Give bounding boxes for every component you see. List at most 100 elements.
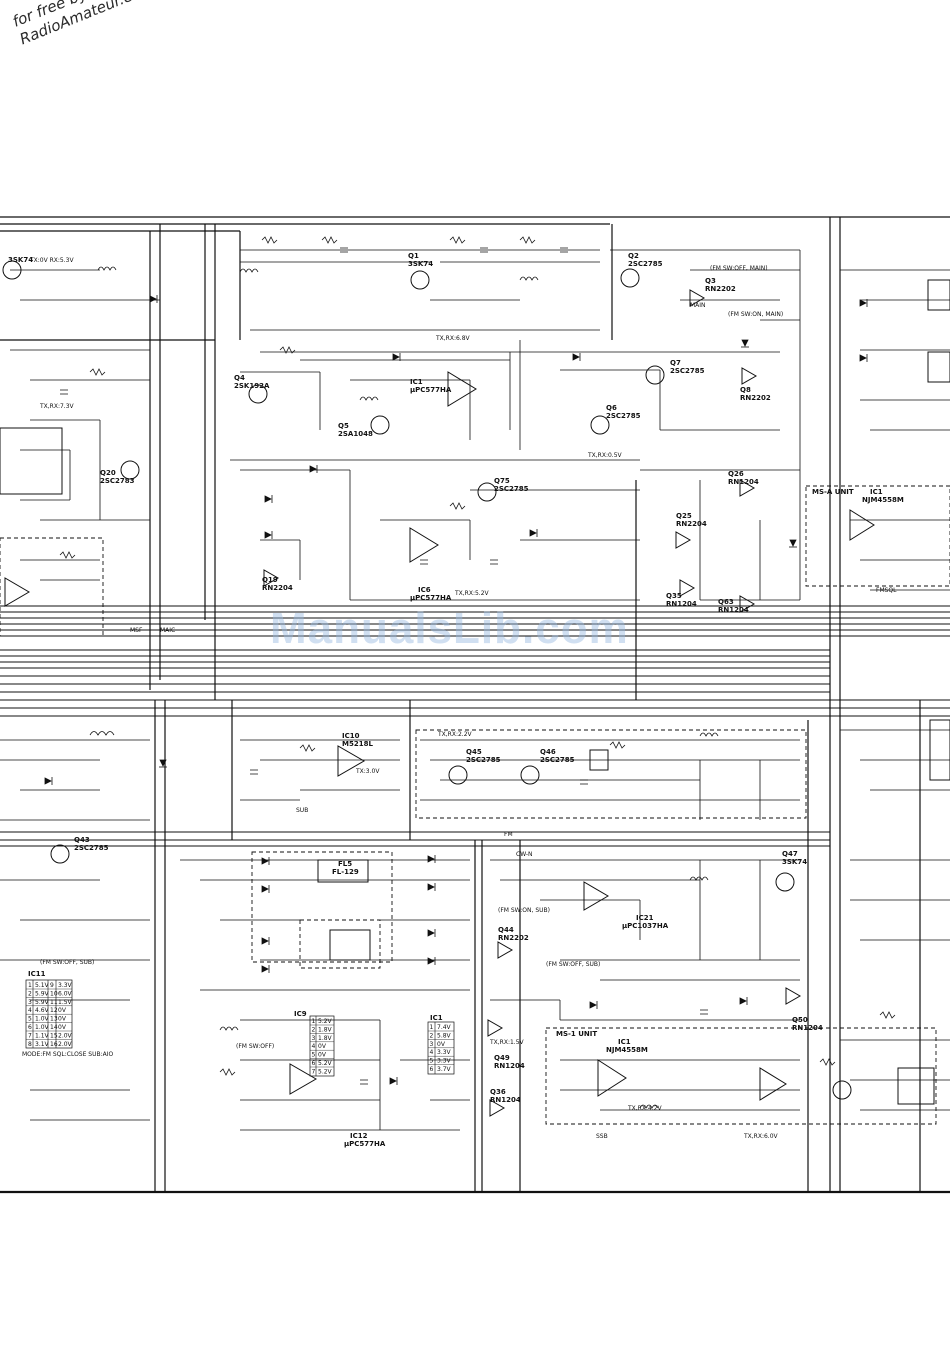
table-ic11-cell: 1.0V bbox=[35, 1024, 50, 1031]
opamp-symbols bbox=[0, 279, 950, 1117]
rail-label-7: TX,RX:2.2V bbox=[437, 731, 473, 738]
table-ic11-cell: 5.1V bbox=[35, 982, 50, 989]
table-ic9-cell: 2 bbox=[312, 1026, 316, 1033]
label-q43: Q43 bbox=[74, 836, 90, 844]
table-ic11-cell: 8 bbox=[28, 1041, 32, 1048]
rail-label-6: TX,RX:4.2V bbox=[627, 1105, 663, 1112]
label-q49-part: RN1204 bbox=[494, 1062, 525, 1070]
label-q44: Q44 bbox=[498, 926, 514, 934]
rail-label-4: TX,RX:5.2V bbox=[454, 590, 490, 597]
signal-ssb: SSB bbox=[596, 1133, 608, 1140]
label-q3: Q3 bbox=[705, 277, 716, 285]
table-ic9-cell: 5 bbox=[312, 1052, 316, 1059]
label-ic21: IC21 bbox=[636, 914, 654, 922]
label-q45-part: 2SC2785 bbox=[466, 756, 501, 764]
table-ic1-cell: 2 bbox=[430, 1032, 434, 1039]
table-ic11-cell: 5.9V bbox=[35, 999, 50, 1006]
table-ic9-cell: 4 bbox=[312, 1043, 316, 1050]
table-ic1-cell: 3.3V bbox=[437, 1049, 452, 1056]
note-top-left: TX:0V RX:5.3V bbox=[29, 257, 74, 264]
table-ic9-cell: 1.8V bbox=[318, 1026, 333, 1033]
label-q36: Q36 bbox=[490, 1088, 506, 1096]
signal-main: MAIN bbox=[690, 302, 706, 309]
table-ic9-cell: 5.2V bbox=[318, 1068, 333, 1075]
signal-msf: MSF bbox=[130, 627, 143, 634]
table-ic11-cell: 2.0V bbox=[58, 1041, 73, 1048]
table-ic11-cell: 7 bbox=[28, 1032, 32, 1039]
table-ic11-cell: 2.0V bbox=[58, 1032, 73, 1039]
label-q25: Q25 bbox=[676, 512, 692, 520]
unit-boxes bbox=[0, 485, 950, 1125]
label-q20: Q20 bbox=[100, 469, 116, 477]
diode-marks bbox=[44, 295, 868, 1085]
label-q63: Q63 bbox=[718, 598, 734, 606]
rail-label-1: TX,RX:7.3V bbox=[39, 403, 75, 410]
table-ic1-title: IC1 bbox=[430, 1014, 443, 1022]
label-q63-part: RN1204 bbox=[718, 606, 749, 614]
signal-fm: FM bbox=[504, 831, 513, 838]
rail-label-8: TX,RX:1.5V bbox=[489, 1039, 525, 1046]
table-ic11-cell: 1.5V bbox=[58, 999, 73, 1006]
table-ic11-cell: 6.0V bbox=[58, 990, 73, 997]
table-ic11-cell: 5.9V bbox=[35, 990, 50, 997]
note-bottom-left: (FM SW:OFF, SUB) bbox=[40, 959, 94, 966]
ic-labels: IC1 µPC577HA IC6 µPC577HA IC10 M5218L IC… bbox=[332, 378, 904, 1148]
table-ic11-cell: 13 bbox=[50, 1016, 58, 1023]
table-ic11-cell: 5 bbox=[28, 1016, 32, 1023]
label-q26: Q26 bbox=[728, 470, 744, 478]
label-q8: Q8 bbox=[740, 386, 751, 394]
label-q44-part: RN2202 bbox=[498, 934, 529, 942]
label-q50: Q50 bbox=[792, 1016, 808, 1024]
label-ic1: IC1 bbox=[410, 378, 423, 386]
label-ic12-part: µPC577HA bbox=[344, 1140, 386, 1148]
center-watermark: ManualsLib.com bbox=[270, 604, 629, 653]
label-q7: Q7 bbox=[670, 359, 681, 367]
table-ic11-cell: 1.1V bbox=[35, 1032, 50, 1039]
label-q3-part: RN2202 bbox=[705, 285, 736, 293]
label-q2-part: 2SC2785 bbox=[628, 260, 663, 268]
label-q75-part: 2SC2785 bbox=[494, 485, 529, 493]
label-ic21-part: µPC1037HA bbox=[622, 922, 669, 930]
note-side-bottom: (FM SW:ON, MAIN) bbox=[728, 311, 783, 318]
label-fl5: FL5 bbox=[338, 860, 352, 868]
label-q75: Q75 bbox=[494, 477, 510, 485]
table-ic1-cell: 0V bbox=[437, 1041, 446, 1048]
table-ic11-cell: 4.6V bbox=[35, 1007, 50, 1014]
transistor-labels: 3SK74 Q1 3SK74 Q2 2SC2785 Q3 RN2202 Q4 2… bbox=[8, 252, 823, 1104]
table-ic11-footer: MODE:FM SQL:CLOSE SUB:AIO bbox=[22, 1051, 114, 1058]
label-ic12: IC12 bbox=[350, 1132, 368, 1140]
label-q20-part: 2SC2783 bbox=[100, 477, 135, 485]
label-q-top-left: 3SK74 bbox=[8, 256, 33, 264]
signal-fmsql: FMSQL bbox=[876, 587, 897, 594]
table-ic11-cell: 16 bbox=[50, 1041, 58, 1048]
table-ic1-cell: 1 bbox=[430, 1024, 434, 1031]
table-ic1-cell: 3.3V bbox=[437, 1058, 452, 1065]
table-ic1-cell: 7.4V bbox=[437, 1024, 452, 1031]
signal-cw-n: CW-N bbox=[516, 851, 533, 858]
label-ic10-part: M5218L bbox=[342, 740, 373, 748]
label-q2: Q2 bbox=[628, 252, 639, 260]
label-q46-part: 2SC2785 bbox=[540, 756, 575, 764]
table-ic11-cell: 3.3V bbox=[58, 982, 73, 989]
table-ic1-cell: 6 bbox=[430, 1066, 434, 1073]
table-ic11-cell: 0V bbox=[58, 1007, 67, 1014]
table-ic1-cell: 4 bbox=[430, 1049, 434, 1056]
frame-lines bbox=[0, 216, 950, 1194]
note-side-top: (FM SW:OFF, MAIN) bbox=[710, 265, 768, 272]
label-q36-part: RN1204 bbox=[490, 1096, 521, 1104]
label-ic1-part: µPC577HA bbox=[410, 386, 452, 394]
label-q1-part: 3SK74 bbox=[408, 260, 433, 268]
label-ms-1-part: NJM4558M bbox=[606, 1046, 648, 1054]
table-ic9-cell: 0V bbox=[318, 1052, 327, 1059]
label-q8-part: RN2202 bbox=[740, 394, 771, 402]
component-marks bbox=[59, 236, 896, 1109]
label-ms-a-part: NJM4558M bbox=[862, 496, 904, 504]
label-q5: Q5 bbox=[338, 422, 349, 430]
label-q19: Q19 bbox=[262, 576, 278, 584]
note-fm-sw-off: (FM SW:OFF) bbox=[236, 1043, 274, 1050]
label-q4-part: 2SK192A bbox=[234, 382, 270, 390]
signal-maic: MAIC bbox=[160, 627, 175, 634]
table-ic9-title: IC9 bbox=[294, 1010, 307, 1018]
